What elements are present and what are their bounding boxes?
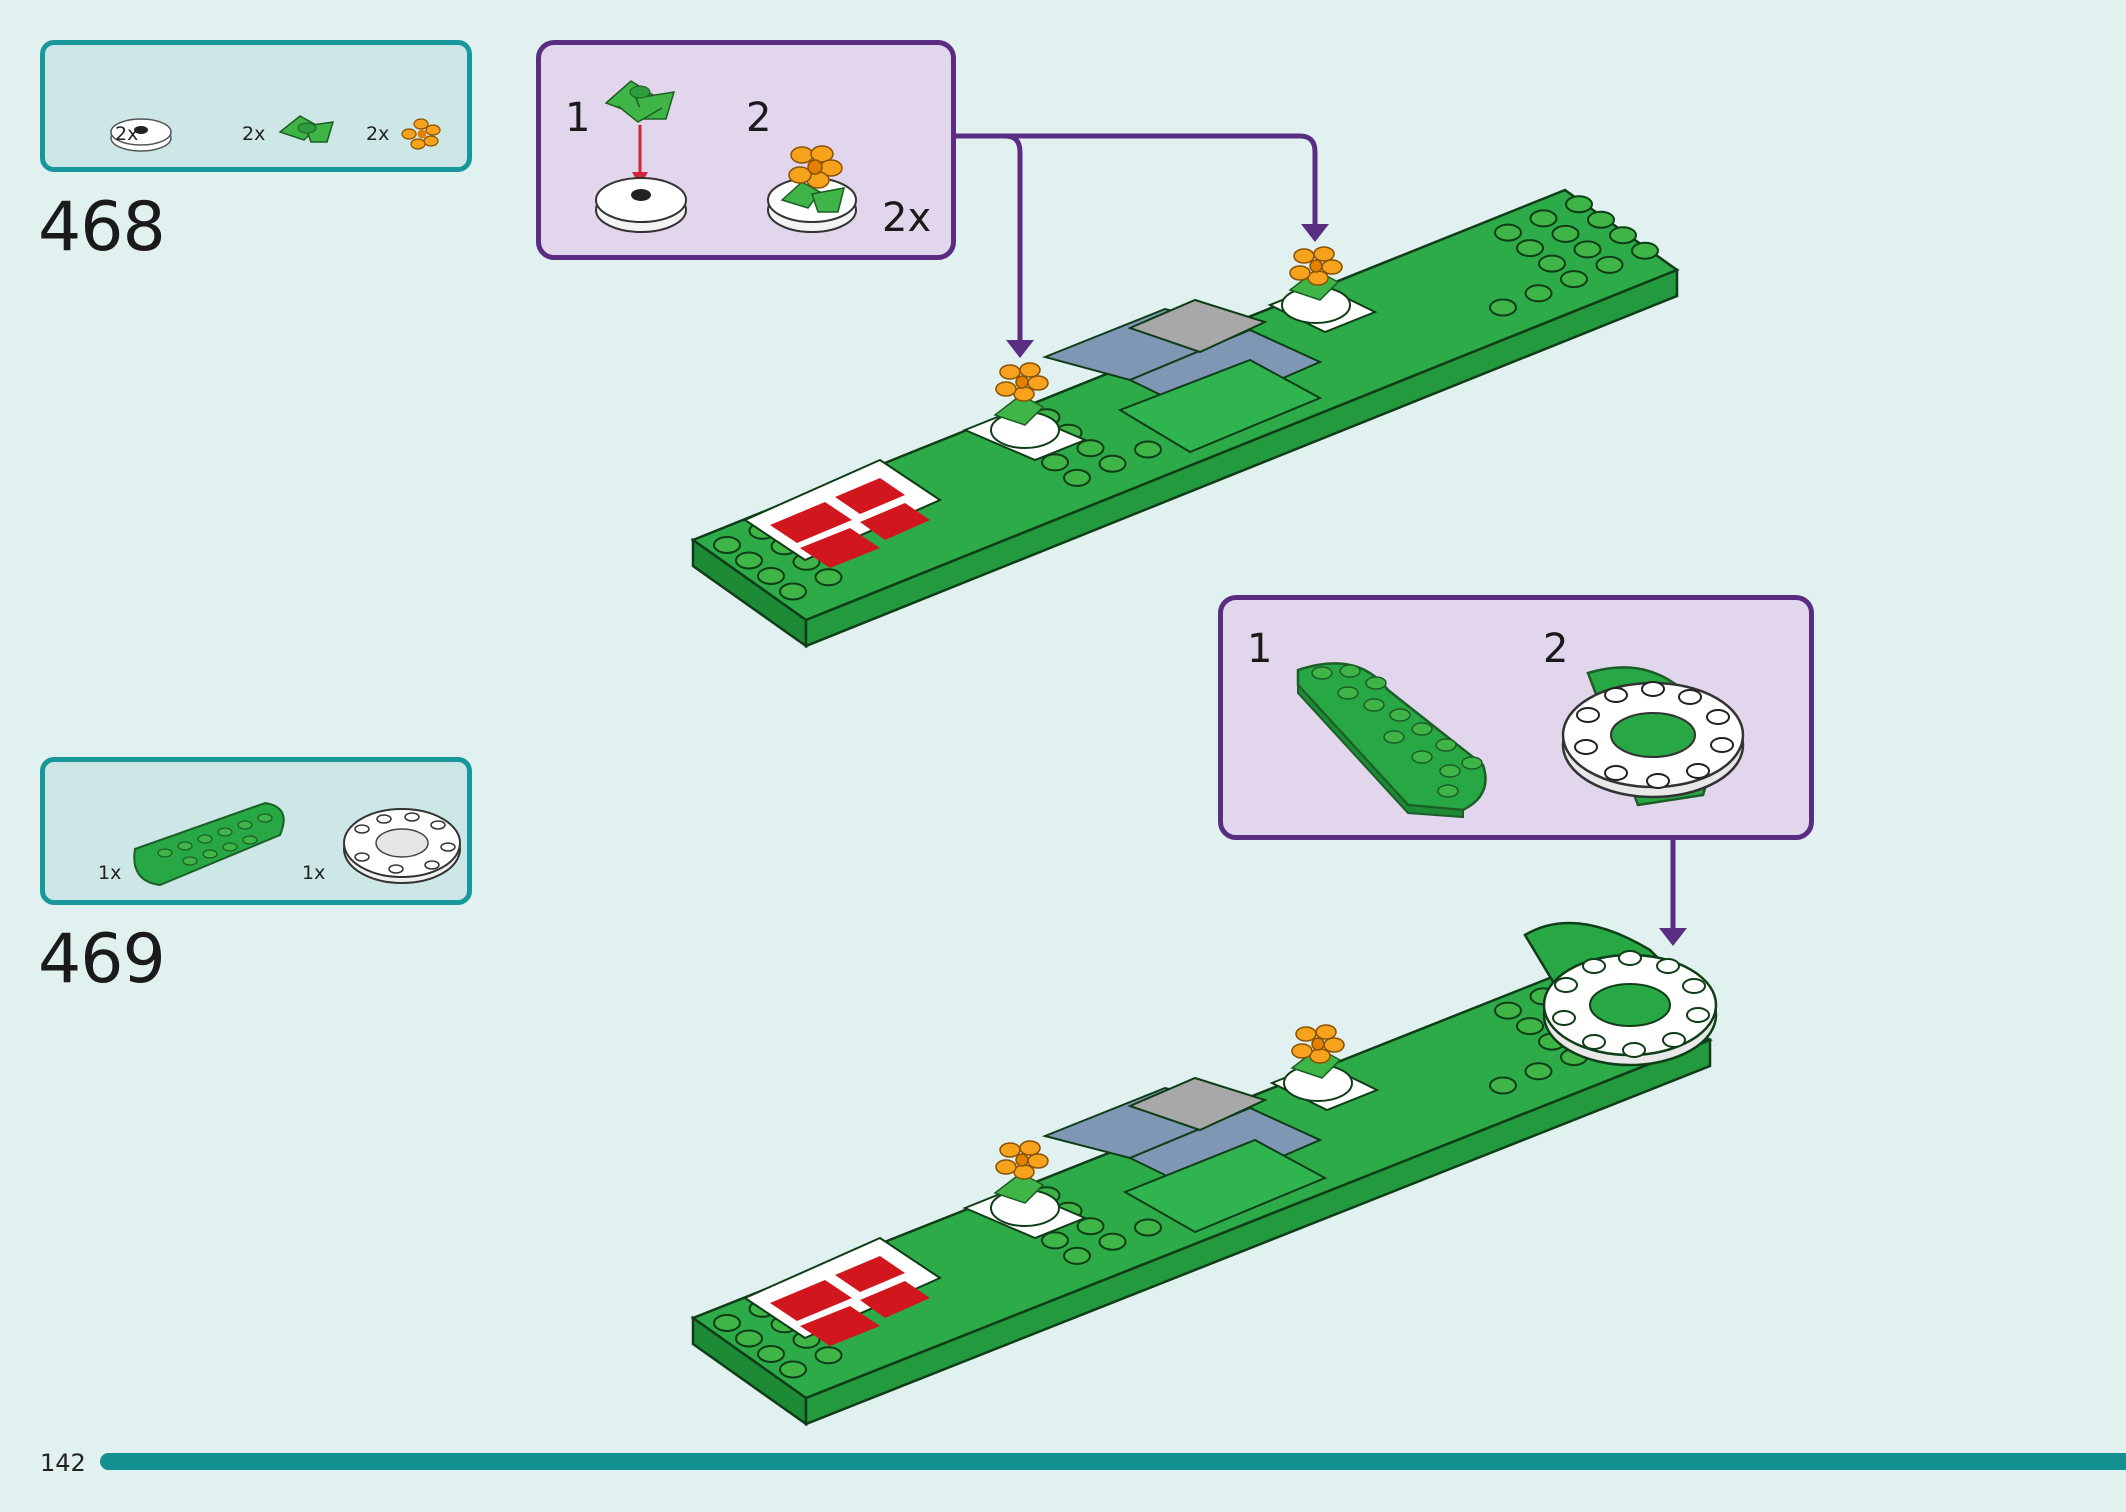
stud	[1076, 439, 1105, 458]
flower-icon	[401, 118, 441, 150]
parts-list-step-468: 2x 2x 2x	[40, 40, 472, 172]
substep-number: 1	[1247, 626, 1273, 672]
round-tile-icon	[595, 177, 687, 233]
stud	[1098, 454, 1127, 473]
picnic-blanket	[742, 458, 943, 568]
round-tile-icon	[110, 118, 172, 152]
stud	[814, 1346, 843, 1365]
page-progress-bar	[100, 1453, 2126, 1470]
stud	[1063, 1246, 1091, 1265]
ring-plate-assembly	[1561, 666, 1745, 807]
part-qty: 1x	[98, 862, 122, 884]
parts-list-step-469: 1x 1x	[40, 757, 472, 905]
part-qty: 2x	[115, 123, 139, 145]
substep-number: 2	[746, 95, 772, 141]
flower-tile-left	[962, 362, 1088, 462]
leaves-icon	[604, 80, 676, 123]
model-step-469	[690, 921, 1718, 1427]
stud	[1587, 210, 1615, 229]
stud	[1524, 1062, 1553, 1081]
stud	[1538, 254, 1566, 273]
flower-icon	[788, 145, 843, 189]
stud	[1560, 270, 1588, 289]
picnic-blanket	[742, 1236, 943, 1346]
stud	[779, 1360, 807, 1379]
stud	[1595, 255, 1624, 274]
step-number: 468	[38, 188, 166, 267]
stud	[1076, 1217, 1105, 1236]
curved-plate-icon	[1296, 662, 1487, 819]
part-qty: 2x	[366, 123, 390, 145]
substep-number: 1	[565, 95, 591, 141]
sub-assembly-callout-468: 1 2 2x	[536, 40, 956, 260]
stud	[1134, 1218, 1162, 1237]
stud	[1041, 453, 1069, 472]
stud	[1551, 224, 1580, 243]
stud	[1494, 1001, 1522, 1020]
stud	[1041, 1231, 1069, 1250]
ring-plate-assembly	[1523, 921, 1718, 1067]
stud	[735, 1329, 763, 1348]
stud	[1529, 209, 1558, 228]
stud	[1494, 223, 1522, 242]
stud	[1609, 226, 1637, 245]
step-number: 469	[38, 920, 166, 999]
model-step-468	[690, 188, 1680, 649]
callout-arrows-468	[956, 133, 1318, 346]
stud	[1489, 1076, 1517, 1095]
stud	[1631, 241, 1659, 260]
stud	[1489, 298, 1517, 317]
stud	[1516, 1017, 1544, 1036]
stud	[735, 551, 763, 570]
substep-number: 2	[1543, 626, 1569, 672]
round-ring-plate-icon	[343, 808, 461, 884]
callout-qty: 2x	[882, 195, 932, 241]
stud	[1524, 284, 1553, 303]
stud	[713, 536, 741, 554]
leaves-icon	[278, 115, 335, 143]
stud	[1565, 195, 1593, 214]
part-qty: 1x	[302, 862, 326, 884]
flower-tile-assembly	[767, 145, 857, 233]
flower-tile-right	[1269, 1024, 1380, 1112]
page-number: 142	[40, 1449, 86, 1477]
flower-tile-left	[962, 1140, 1088, 1240]
stud	[814, 568, 843, 587]
stud	[1098, 1232, 1127, 1251]
stud	[757, 567, 785, 585]
sub-assembly-callout-469: 1 2	[1218, 595, 1814, 840]
stud	[1063, 468, 1091, 487]
flower-tile-right	[1267, 246, 1378, 334]
curved-plate-icon	[133, 801, 285, 887]
stud	[757, 1345, 785, 1363]
stud	[713, 1314, 741, 1332]
stud	[1573, 240, 1602, 259]
part-qty: 2x	[242, 123, 266, 145]
stud	[779, 582, 807, 601]
stud	[1134, 440, 1162, 459]
stud	[1516, 239, 1544, 258]
